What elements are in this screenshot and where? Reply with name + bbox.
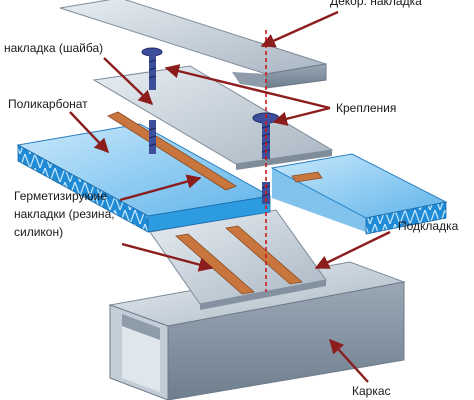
label-decor-cap: Декор. накладка — [330, 0, 422, 8]
label-sealing-line3: силикон) — [14, 225, 63, 239]
arrow-underlay — [314, 230, 391, 270]
label-sealing-line1: Герметизируюие — [14, 189, 107, 203]
arrow-washer — [103, 57, 154, 105]
arrow-sealing-lower — [121, 242, 214, 272]
washer-plate — [92, 65, 334, 170]
label-polycarbonate: Поликарбонат — [8, 97, 88, 111]
label-fasteners: Крепления — [336, 101, 396, 115]
underlay-strip — [149, 209, 327, 310]
polycarbonate-sheet-right — [270, 153, 448, 235]
upper-seal-strips — [107, 111, 323, 191]
arrow-fastener-lower — [272, 106, 331, 126]
arrow-frame — [329, 338, 369, 383]
decor-cap-profile — [59, 0, 327, 89]
label-washer: накладка (шайба) — [4, 41, 103, 55]
arrow-polycarbonate — [69, 111, 109, 154]
label-sealing-line2: накладки (резина, — [14, 207, 115, 221]
label-frame: Каркас — [352, 384, 391, 398]
lower-seal-strips — [175, 225, 303, 295]
screw-left — [141, 47, 163, 154]
label-underlay: Подкладка — [398, 219, 459, 233]
arrow-decor-cap — [260, 10, 339, 48]
arrow-fastener-upper — [164, 64, 331, 110]
polycarbonate-sheet-left — [16, 123, 272, 233]
arrow-sealing-upper — [119, 174, 202, 202]
